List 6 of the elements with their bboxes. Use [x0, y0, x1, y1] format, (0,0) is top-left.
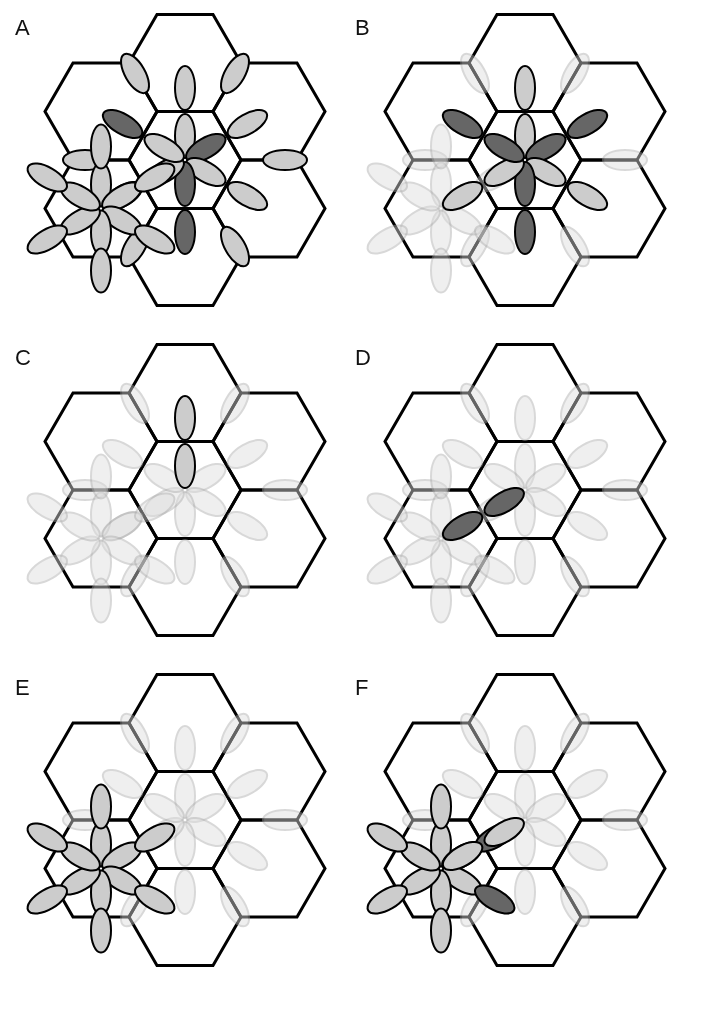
panel-letter: E	[15, 675, 30, 701]
panel-letter: C	[15, 345, 31, 371]
panel-letter: B	[355, 15, 370, 41]
panel-letter: D	[355, 345, 371, 371]
panel-letter: A	[15, 15, 30, 41]
panel-letter: F	[355, 675, 369, 701]
